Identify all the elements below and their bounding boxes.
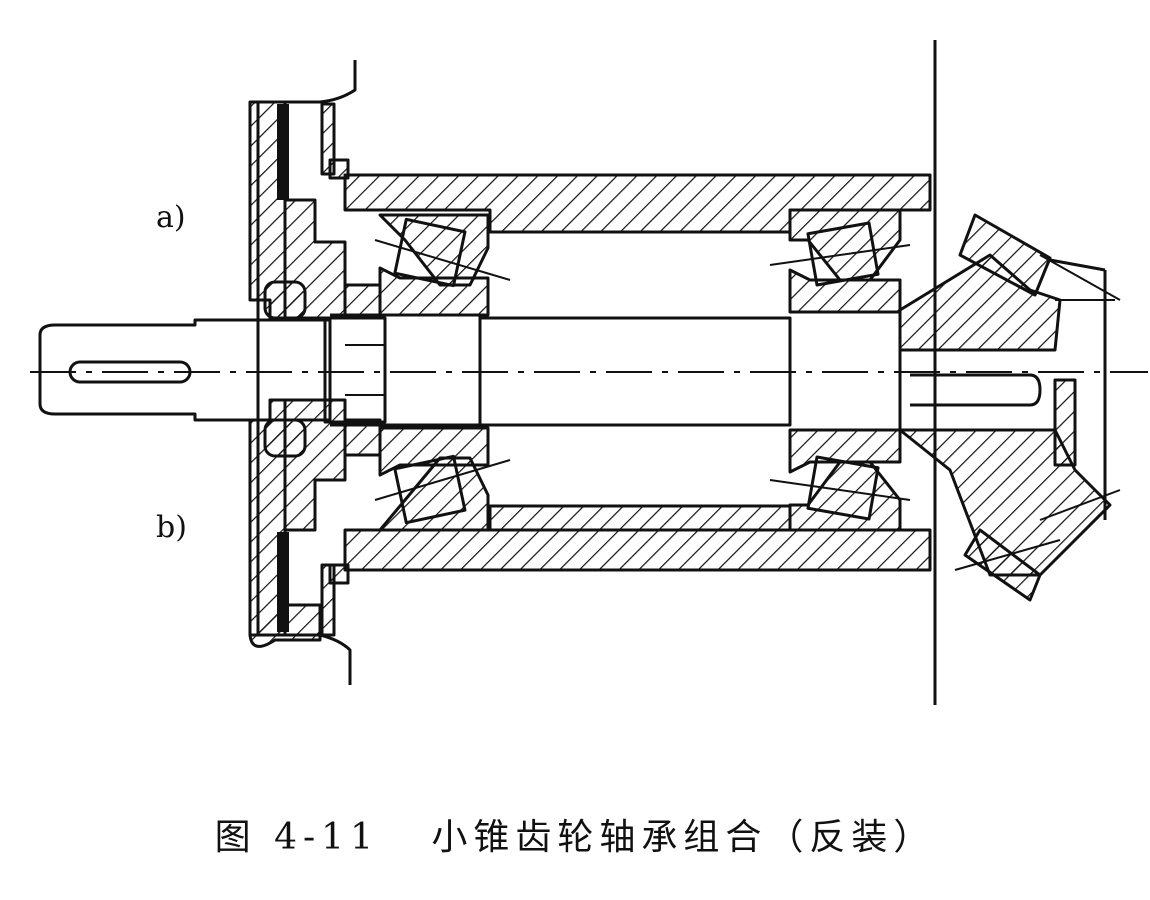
bevel-pinion [898, 213, 1121, 602]
figure-caption: 图 4-11 小锥齿轮轴承组合（反装） [0, 808, 1150, 860]
view-label-b: b) [156, 510, 187, 545]
bevel-pinion-bearing-assembly-drawing [30, 40, 1148, 705]
bearing-pressure-lines [374, 239, 1121, 571]
tapered-roller-bearing-right [788, 208, 902, 532]
figure-number: 图 4-11 [214, 817, 379, 858]
tapered-roller-bearing-left [378, 213, 490, 532]
felt-seal [263, 280, 307, 458]
figure-title: 小锥齿轮轴承组合（反装） [431, 817, 936, 858]
bearing-sleeve [328, 158, 932, 585]
round-nut [323, 283, 387, 457]
view-label-a: a) [156, 200, 186, 235]
